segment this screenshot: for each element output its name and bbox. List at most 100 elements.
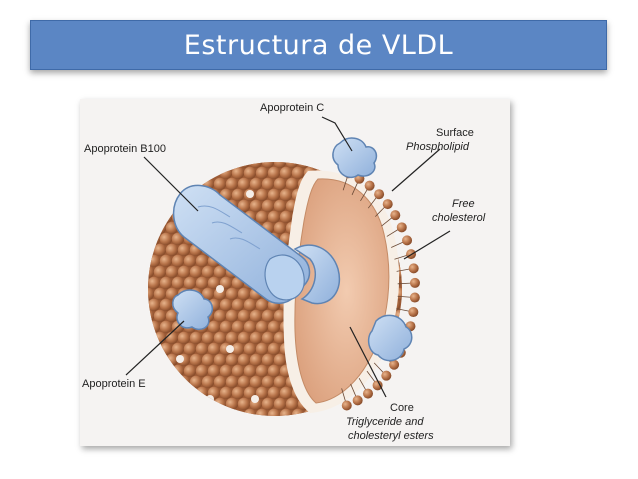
phospholipid-bead [184, 255, 196, 267]
phospholipid-bead [148, 233, 160, 245]
phospholipid-bead [244, 299, 256, 311]
phospholipid-bead [274, 200, 286, 212]
surface-bead [342, 401, 352, 411]
leader-free-cholesterol [404, 231, 450, 259]
surface-bead [381, 371, 391, 381]
phospholipid-bead [196, 365, 208, 377]
phospholipid-bead [250, 178, 262, 190]
phospholipid-bead [226, 332, 238, 344]
phospholipid-bead [160, 211, 172, 223]
phospholipid-bead [262, 398, 274, 410]
phospholipid-bead [256, 167, 268, 179]
phospholipid-bead [262, 156, 274, 168]
phospholipid-bead [232, 189, 244, 201]
phospholipid-bead [262, 200, 274, 212]
phospholipid-bead [256, 409, 268, 421]
phospholipid-bead [268, 409, 280, 421]
phospholipid-bead [214, 310, 226, 322]
apoprotein-c [333, 138, 377, 177]
label-free: Free [452, 198, 475, 210]
phospholipid-bead [172, 255, 184, 267]
phospholipid-bead [238, 310, 250, 322]
phospholipid-bead [262, 354, 274, 366]
phospholipid-bead [154, 222, 166, 234]
phospholipid-bead [286, 156, 298, 168]
cholesterol-spot [206, 395, 214, 403]
phospholipid-bead [214, 398, 226, 410]
phospholipid-bead [214, 376, 226, 388]
phospholipid-bead [250, 354, 262, 366]
phospholipid-bead [250, 200, 262, 212]
phospholipid-bead [256, 299, 268, 311]
phospholipid-bead [226, 354, 238, 366]
phospholipid-bead [166, 332, 178, 344]
phospholipid-bead [214, 354, 226, 366]
phospholipid-bead [238, 156, 250, 168]
phospholipid-bead [244, 409, 256, 421]
phospholipid-bead [226, 288, 238, 300]
phospholipid-bead [148, 277, 160, 289]
phospholipid-bead [280, 409, 292, 421]
surface-bead [365, 181, 375, 191]
phospholipid-bead [220, 365, 232, 377]
phospholipid-bead [154, 332, 166, 344]
phospholipid-bead [202, 332, 214, 344]
phospholipid-bead [274, 376, 286, 388]
phospholipid-bead [220, 167, 232, 179]
phospholipid-bead [280, 211, 292, 223]
phospholipid-bead [202, 266, 214, 278]
surface-bead [353, 395, 363, 405]
phospholipid-bead [160, 255, 172, 267]
phospholipid-bead [172, 343, 184, 355]
phospholipid-bead [268, 321, 280, 333]
phospholipid-bead [178, 244, 190, 256]
cholesterol-spot [251, 395, 259, 403]
phospholipid-bead [208, 365, 220, 377]
phospholipid-bead [154, 266, 166, 278]
phospholipid-bead [160, 343, 172, 355]
phospholipid-bead [154, 310, 166, 322]
phospholipid-bead [196, 387, 208, 399]
phospholipid-bead [268, 211, 280, 223]
cholesterol-spot [216, 285, 224, 293]
leader-apoprotein-b100 [144, 157, 198, 211]
phospholipid-bead [214, 332, 226, 344]
phospholipid-bead [160, 233, 172, 245]
leader-surface-phospholipid [392, 149, 440, 191]
phospholipid-bead [238, 332, 250, 344]
phospholipid-bead [226, 398, 238, 410]
phospholipid-bead [160, 299, 172, 311]
cholesterol-spot [246, 190, 254, 198]
phospholipid-bead [184, 277, 196, 289]
phospholipid-bead [268, 189, 280, 201]
phospholipid-bead [274, 178, 286, 190]
phospholipid-bead [178, 376, 190, 388]
phospholipid-bead [250, 156, 262, 168]
phospholipid-bead [238, 376, 250, 388]
phospholipid-bead [298, 156, 310, 168]
phospholipid-bead [268, 387, 280, 399]
phospholipid-bead [142, 288, 154, 300]
phospholipid-bead [244, 343, 256, 355]
surface-bead [390, 210, 400, 220]
phospholipid-bead [172, 277, 184, 289]
phospholipid-bead [202, 354, 214, 366]
phospholipid-bead [262, 310, 274, 322]
phospholipid-bead [154, 244, 166, 256]
phospholipid-bead [292, 409, 304, 421]
phospholipid-bead [208, 321, 220, 333]
phospholipid-bead [232, 167, 244, 179]
phospholipid-bead [196, 255, 208, 267]
phospholipid-bead [274, 398, 286, 410]
phospholipid-bead [142, 266, 154, 278]
surface-bead [409, 263, 419, 273]
phospholipid-bead [196, 343, 208, 355]
phospholipid-bead [166, 244, 178, 256]
label-cholesterol: cholesterol [432, 212, 486, 224]
vldl-diagram: Apoprotein C Apoprotein B100 Surface Pho… [80, 99, 510, 446]
phospholipid-bead [238, 178, 250, 190]
phospholipid-bead [214, 178, 226, 190]
phospholipid-bead [232, 299, 244, 311]
phospholipid-bead [268, 343, 280, 355]
phospholipid-bead [286, 178, 298, 190]
